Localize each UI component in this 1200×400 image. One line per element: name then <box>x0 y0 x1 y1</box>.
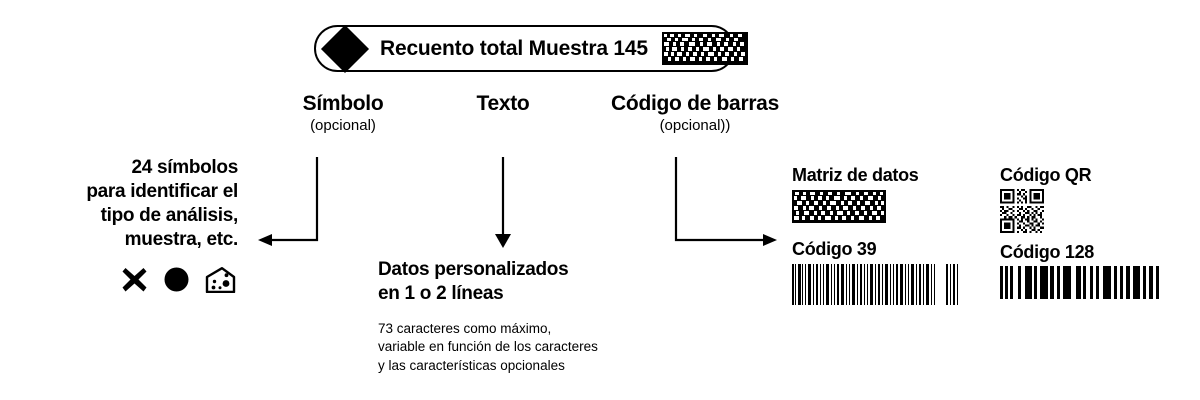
text-description-note-line: 73 caracteres como máximo, <box>378 320 552 336</box>
symbol-description-line: para identificar el <box>86 181 238 203</box>
symbol-description-line: 24 símbolos <box>131 157 238 178</box>
symbol-description-line: muestra, etc. <box>124 229 239 251</box>
callout-text-title: Texto <box>476 92 530 115</box>
qr-code-barcode <box>1000 189 1044 233</box>
text-description-note-line: variable en función de los caracteres <box>378 339 598 355</box>
code39-barcode <box>792 264 962 305</box>
text-description: Datos personalizados en 1 o 2 líneas 73 … <box>378 258 678 376</box>
cheese-wedge-icon <box>205 266 236 293</box>
symbol-description-line: tipo de análisis, <box>100 205 239 227</box>
data-matrix-barcode <box>792 190 886 223</box>
barcode-label-codigo-39: Código 39 <box>792 239 877 259</box>
callout-barcode-title: Código de barras <box>611 92 779 115</box>
code128-barcode <box>1000 266 1161 299</box>
callout-symbol-subtitle: (opcional) <box>310 117 376 135</box>
barcode-label-matriz-de-datos: Matriz de datos <box>792 165 919 185</box>
barcode-label-codigo-128: Código 128 <box>1000 242 1095 262</box>
label-preview-text: Recuento total Muestra 145 <box>380 36 648 60</box>
callout-barcode-subtitle: (opcional)) <box>659 117 731 135</box>
text-description-title-line: en 1 o 2 líneas <box>378 283 504 305</box>
callout-text: Texto <box>428 92 578 115</box>
callout-symbol-title: Símbolo <box>302 92 384 115</box>
text-description-title-line: Datos personalizados <box>378 259 569 280</box>
callout-barcode: Código de barras (opcional)) <box>530 92 860 136</box>
symbol-description: 24 símbolos para identificar el tipo de … <box>20 156 238 293</box>
callout-symbol: Símbolo (opcional) <box>243 92 443 136</box>
cross-x-icon <box>122 267 147 291</box>
label-preview-pill: Recuento total Muestra 145 <box>314 24 748 73</box>
filled-circle-icon <box>164 267 189 291</box>
data-matrix-barcode <box>661 32 748 65</box>
symbol-examples <box>20 266 238 293</box>
text-description-note-line: y las características opcionales <box>378 357 565 373</box>
barcode-label-codigo-qr: Código QR <box>1000 165 1092 185</box>
